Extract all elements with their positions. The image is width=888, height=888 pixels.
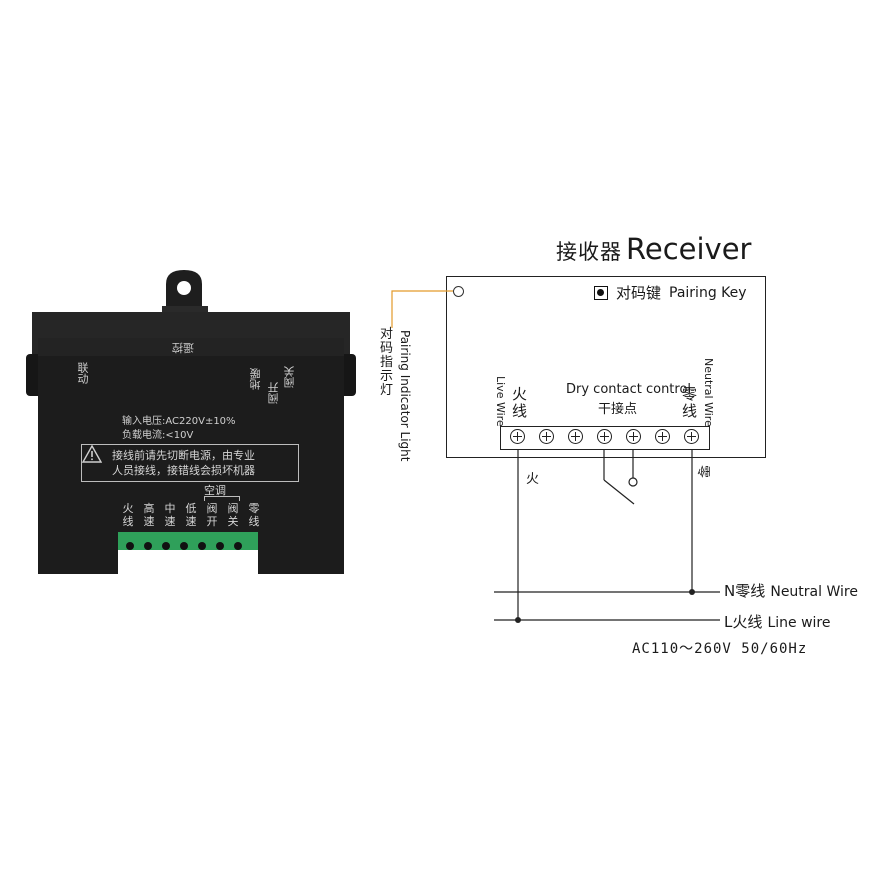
indicator-label-cn: 对码指示灯 <box>380 327 394 398</box>
device-ac-label: 空调 <box>204 484 226 497</box>
pairing-key-button-icon <box>594 285 608 300</box>
receiver-device-photo: 遥控 联动 地暖 阀关 阀开 输入电压:AC220V±10% 负载电流:<10V… <box>26 262 356 582</box>
device-spec-current: 负载电流:<10V <box>122 430 194 441</box>
terminal-label: 高速 <box>143 502 155 528</box>
ac-input-spec: AC110～260V 50/60Hz <box>632 641 808 657</box>
mains-neutral-label: N零线 Neutral Wire <box>724 580 858 601</box>
pairing-key-en: Pairing Key <box>669 284 747 301</box>
terminal-strip <box>500 426 710 450</box>
terminal-label: 阀关 <box>227 502 239 528</box>
device-warning-box: 接线前请先切断电源，由专业 人员接线，接错线会损坏机器 <box>81 444 299 482</box>
terminal-screw-icon <box>597 429 612 444</box>
device-body-graphic <box>26 270 356 574</box>
terminal-screw-icon <box>684 429 699 444</box>
terminal-label: 零线 <box>248 502 260 528</box>
dry-contact-label-cn: 干接点 <box>598 402 638 417</box>
warning-triangle-icon <box>82 445 102 463</box>
device-terminal-labels: 火线 高速 中速 低速 阀开 阀关 零线 <box>120 502 262 528</box>
mains-l-en: Line wire <box>767 615 831 631</box>
terminal-label: 中速 <box>164 502 176 528</box>
device-warning-text: 接线前请先切断电源，由专业 人员接线，接错线会损坏机器 <box>112 448 298 478</box>
warning-line-1: 接线前请先切断电源，由专业 <box>112 449 255 462</box>
device-spec-voltage: 输入电压:AC220V±10% <box>122 416 236 427</box>
mains-live-label: L火线 Line wire <box>724 611 831 632</box>
terminal-screw-icon <box>655 429 670 444</box>
diagram-title-cn: 接收器 <box>556 240 622 264</box>
pairing-key: 对码键 Pairing Key <box>594 282 747 303</box>
terminal-label: 低速 <box>185 502 197 528</box>
mains-n-prefix: N <box>724 582 736 600</box>
wire-mark-neutral: 零 <box>695 464 711 479</box>
terminal-label: 阀开 <box>206 502 218 528</box>
device-ac-bracket <box>204 496 240 501</box>
indicator-label-en: Pairing Indicator Light <box>398 330 412 462</box>
pairing-indicator-light-icon <box>453 286 464 297</box>
warning-line-2: 人员接线，接错线会损坏机器 <box>112 464 255 477</box>
mains-n-en: Neutral Wire <box>770 584 858 600</box>
neutral-wire-label-en: Neutral Wire <box>702 358 715 427</box>
wire-mark-live: 火 <box>526 472 540 487</box>
mains-l-prefix: L <box>724 613 733 631</box>
mains-l-cn: 火线 <box>732 613 763 631</box>
live-wire-label-cn: 火线 <box>512 385 528 420</box>
device-label-linkage: 联动 <box>76 362 89 384</box>
terminal-label: 火线 <box>122 502 134 528</box>
terminal-screw-icon <box>510 429 525 444</box>
mains-n-cn: 零线 <box>735 582 766 600</box>
terminal-screw-icon <box>568 429 583 444</box>
terminal-screw-icon <box>626 429 641 444</box>
terminal-screw-icon <box>539 429 554 444</box>
dry-contact-label-en: Dry contact control <box>566 382 692 397</box>
diagram-title-en: Receiver <box>626 232 752 266</box>
live-wire-label-en: Live Wire <box>494 376 507 427</box>
receiver-box <box>446 276 766 458</box>
pairing-key-cn: 对码键 <box>616 284 662 302</box>
neutral-wire-label-cn: 零线 <box>682 385 698 420</box>
